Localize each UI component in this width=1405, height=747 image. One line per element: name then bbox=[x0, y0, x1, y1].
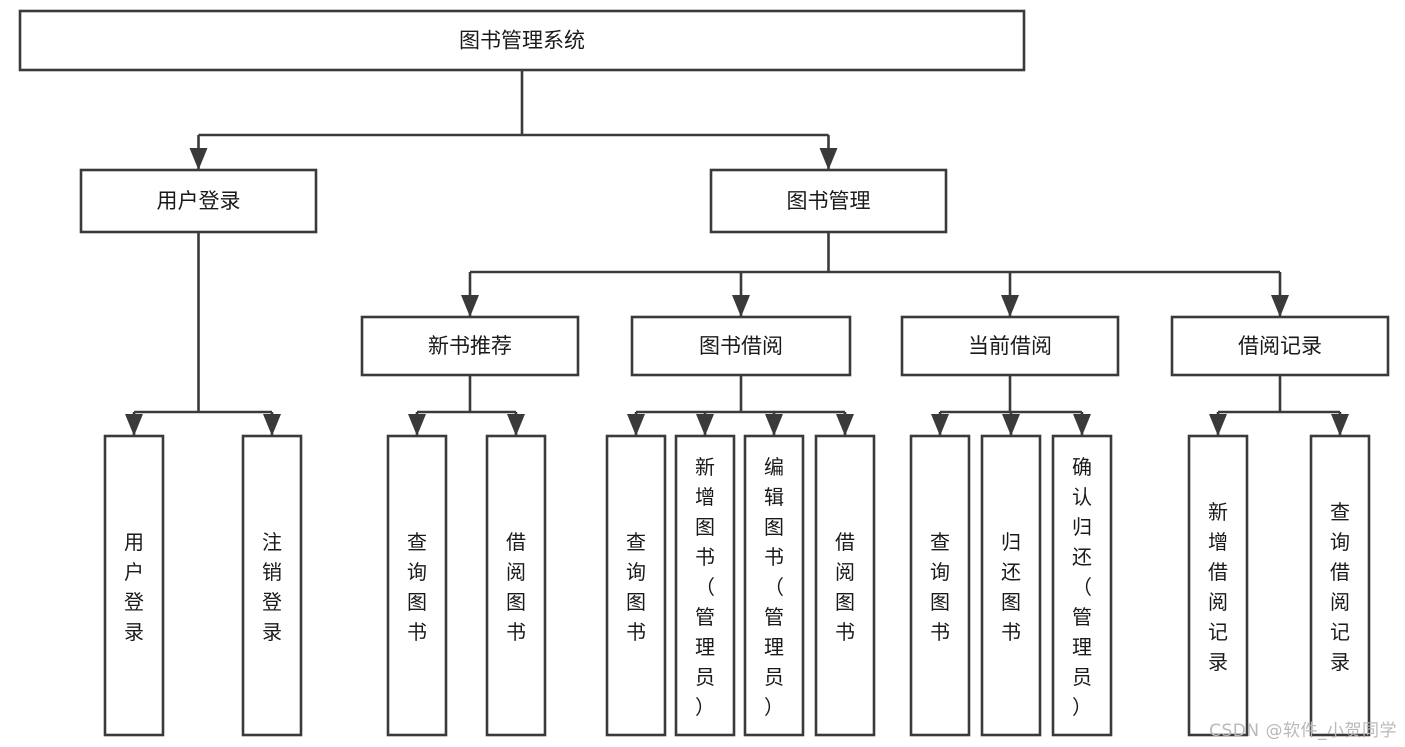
arrow-head-icon-book-manage bbox=[819, 148, 838, 170]
arrow-head-icon-user-login bbox=[189, 148, 208, 170]
node-label-root: 图书管理系统 bbox=[459, 29, 585, 53]
node-box-nbr-borrow-book bbox=[485, 434, 547, 737]
node-br-add-record[interactable]: 新增借阅记录 bbox=[1187, 434, 1249, 737]
node-box-book-borrow bbox=[630, 315, 852, 377]
arrow-head-icon-nbr-borrow-book bbox=[507, 414, 525, 436]
node-bb-query-book[interactable]: 查询图书 bbox=[605, 434, 667, 737]
node-label-user-login-leaf: 用户登录 bbox=[124, 530, 144, 644]
node-box-new-book-recommend bbox=[360, 315, 580, 377]
node-new-book-recommend[interactable]: 新书推荐 bbox=[360, 315, 580, 377]
node-label-borrow-record: 借阅记录 bbox=[1238, 334, 1322, 358]
node-cb-return-book[interactable]: 归还图书 bbox=[980, 434, 1042, 737]
arrow-head-icon-current-borrow bbox=[1001, 295, 1019, 317]
node-box-root bbox=[18, 9, 1026, 72]
node-box-bb-edit-book bbox=[743, 434, 805, 737]
node-br-query-record[interactable]: 查询借阅记录 bbox=[1309, 434, 1371, 737]
node-label-nbr-borrow-book: 借阅图书 bbox=[506, 530, 526, 644]
node-label-nbr-query-book: 查询图书 bbox=[407, 530, 427, 644]
node-cb-query-book[interactable]: 查询图书 bbox=[909, 434, 971, 737]
arrow-head-icon-br-query-record bbox=[1331, 414, 1349, 436]
node-label-current-borrow: 当前借阅 bbox=[968, 334, 1052, 358]
node-box-user-logout-leaf bbox=[241, 434, 303, 737]
node-box-bb-query-book bbox=[605, 434, 667, 737]
node-user-login-leaf[interactable]: 用户登录 bbox=[103, 434, 165, 737]
node-user-login[interactable]: 用户登录 bbox=[79, 168, 318, 234]
arrow-head-icon-cb-query-book bbox=[931, 414, 949, 436]
node-box-cb-return-book bbox=[980, 434, 1042, 737]
node-box-bb-add-book bbox=[674, 434, 736, 737]
node-label-user-login: 用户登录 bbox=[157, 189, 241, 213]
node-book-borrow[interactable]: 图书借阅 bbox=[630, 315, 852, 377]
node-label-book-borrow: 图书借阅 bbox=[699, 334, 783, 358]
node-label-book-manage: 图书管理 bbox=[787, 189, 871, 213]
node-box-br-query-record bbox=[1309, 434, 1371, 737]
arrow-head-icon-bb-add-book bbox=[696, 414, 714, 436]
node-box-nbr-query-book bbox=[386, 434, 448, 737]
node-box-br-add-record bbox=[1187, 434, 1249, 737]
node-label-cb-confirm-return: 确认归还（管理员） bbox=[1072, 455, 1092, 719]
node-box-bb-borrow-book bbox=[814, 434, 876, 737]
node-book-manage[interactable]: 图书管理 bbox=[709, 168, 948, 234]
arrow-head-icon-borrow-record bbox=[1271, 295, 1289, 317]
node-label-user-logout-leaf: 注销登录 bbox=[262, 530, 282, 644]
connectors-layer bbox=[125, 70, 1349, 436]
arrow-head-icon-nbr-query-book bbox=[408, 414, 426, 436]
node-label-bb-query-book: 查询图书 bbox=[626, 530, 646, 644]
node-user-logout-leaf[interactable]: 注销登录 bbox=[241, 434, 303, 737]
arrow-head-icon-user-login-leaf bbox=[125, 414, 143, 436]
node-label-br-add-record: 新增借阅记录 bbox=[1208, 500, 1228, 674]
arrow-head-icon-bb-borrow-book bbox=[836, 414, 854, 436]
arrow-head-icon-bb-query-book bbox=[627, 414, 645, 436]
node-label-bb-edit-book: 编辑图书（管理员） bbox=[764, 455, 784, 719]
node-bb-edit-book[interactable]: 编辑图书（管理员） bbox=[743, 434, 805, 737]
arrow-head-icon-br-add-record bbox=[1209, 414, 1227, 436]
arrow-head-icon-new-book-recommend bbox=[461, 295, 479, 317]
node-bb-add-book[interactable]: 新增图书（管理员） bbox=[674, 434, 736, 737]
watermark-text: CSDN @软件_小贺同学 bbox=[1209, 721, 1397, 741]
arrow-head-icon-book-borrow bbox=[732, 295, 750, 317]
node-box-book-manage bbox=[709, 168, 948, 234]
node-current-borrow[interactable]: 当前借阅 bbox=[900, 315, 1120, 377]
arrow-head-icon-cb-return-book bbox=[1002, 414, 1020, 436]
node-nbr-query-book[interactable]: 查询图书 bbox=[386, 434, 448, 737]
boxes-layer: 图书管理系统用户登录图书管理用户登录注销登录新书推荐查询图书借阅图书图书借阅查询… bbox=[18, 9, 1390, 737]
node-box-cb-query-book bbox=[909, 434, 971, 737]
node-label-bb-borrow-book: 借阅图书 bbox=[835, 530, 855, 644]
node-box-current-borrow bbox=[900, 315, 1120, 377]
node-bb-borrow-book[interactable]: 借阅图书 bbox=[814, 434, 876, 737]
node-root[interactable]: 图书管理系统 bbox=[18, 9, 1026, 72]
node-label-new-book-recommend: 新书推荐 bbox=[428, 334, 512, 358]
arrow-head-icon-user-logout-leaf bbox=[263, 414, 281, 436]
arrow-head-icon-bb-edit-book bbox=[765, 414, 783, 436]
node-label-br-query-record: 查询借阅记录 bbox=[1330, 500, 1350, 674]
node-box-user-login-leaf bbox=[103, 434, 165, 737]
node-borrow-record[interactable]: 借阅记录 bbox=[1170, 315, 1390, 377]
node-box-borrow-record bbox=[1170, 315, 1390, 377]
node-label-cb-query-book: 查询图书 bbox=[930, 530, 950, 644]
node-cb-confirm-return[interactable]: 确认归还（管理员） bbox=[1051, 434, 1113, 737]
node-box-user-login bbox=[79, 168, 318, 234]
node-box-cb-confirm-return bbox=[1051, 434, 1113, 737]
node-label-bb-add-book: 新增图书（管理员） bbox=[695, 455, 715, 719]
node-nbr-borrow-book[interactable]: 借阅图书 bbox=[485, 434, 547, 737]
node-label-cb-return-book: 归还图书 bbox=[1001, 530, 1021, 644]
arrow-head-icon-cb-confirm-return bbox=[1073, 414, 1091, 436]
